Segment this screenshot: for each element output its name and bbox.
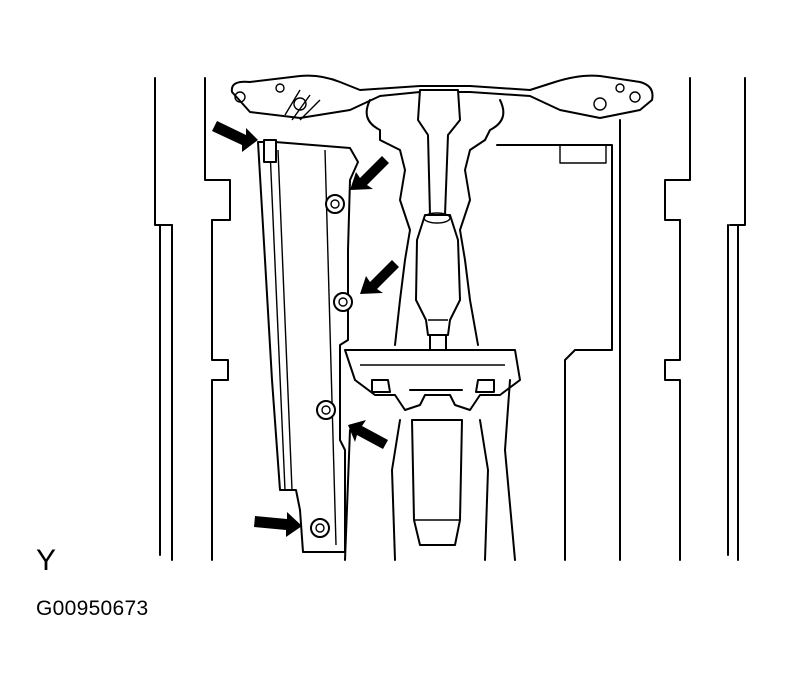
body-outline [154, 77, 746, 561]
bolt-3 [316, 400, 336, 420]
callout-arrow-3 [360, 260, 399, 294]
tank-panel [496, 119, 621, 561]
figure-code: G00950673 [36, 597, 149, 620]
exhaust-pipe [411, 89, 463, 546]
callout-arrow-2 [350, 156, 389, 190]
view-label: Y [36, 544, 57, 577]
bracket [257, 89, 359, 553]
support-member [344, 349, 521, 561]
bolt-2 [333, 292, 353, 312]
cross-member [230, 74, 654, 119]
callout-arrow-4 [348, 420, 388, 449]
tunnel [365, 99, 505, 346]
callout-arrow-5 [254, 512, 302, 537]
bolt-1 [325, 194, 345, 214]
bolt-4 [310, 518, 330, 538]
callout-arrow-1 [212, 121, 258, 152]
